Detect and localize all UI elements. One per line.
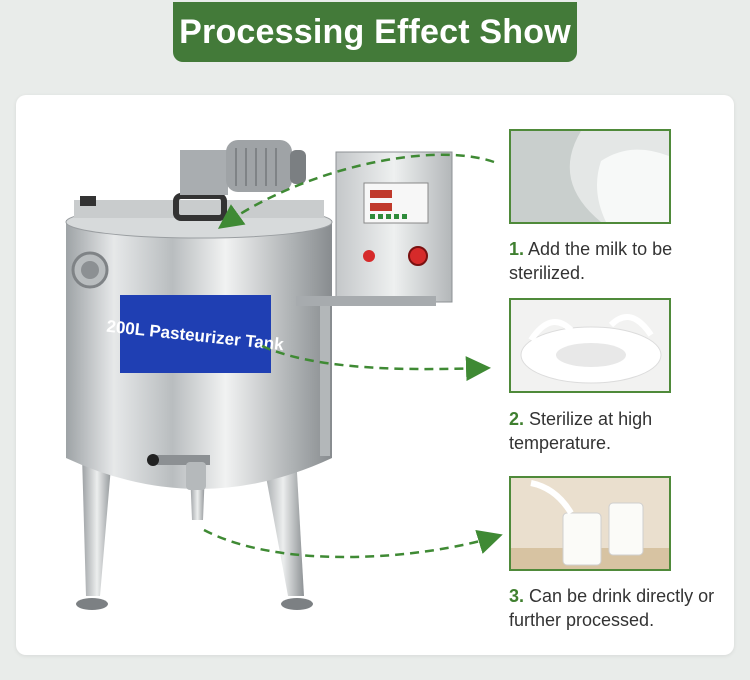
step-3-caption: 3. Can be drink directly or further proc… <box>509 584 739 632</box>
step-1-text: Add the milk to be sterilized. <box>509 239 673 283</box>
step-2-text: Sterilize at high temperature. <box>509 409 653 453</box>
step-1-caption: 1. Add the milk to be sterilized. <box>509 237 739 285</box>
step-2-caption: 2. Sterilize at high temperature. <box>509 407 739 455</box>
step-2-number: 2. <box>509 409 525 429</box>
step-3-number: 3. <box>509 586 525 606</box>
step-1-number: 1. <box>509 239 525 259</box>
step-1-image <box>509 129 671 224</box>
control-panel <box>296 151 453 456</box>
step-3-image <box>509 476 671 571</box>
control-panel-buttons <box>370 214 407 219</box>
step-2-image <box>509 298 671 393</box>
page-title: Processing Effect Show <box>173 2 577 62</box>
dashed-arrow-icon <box>203 153 503 559</box>
step-3-text: Can be drink directly or further process… <box>509 586 715 630</box>
outlet-valve <box>147 454 210 490</box>
tank-label: 200L Pasteurizer Tank <box>106 295 285 373</box>
motor-gearbox <box>180 140 306 195</box>
